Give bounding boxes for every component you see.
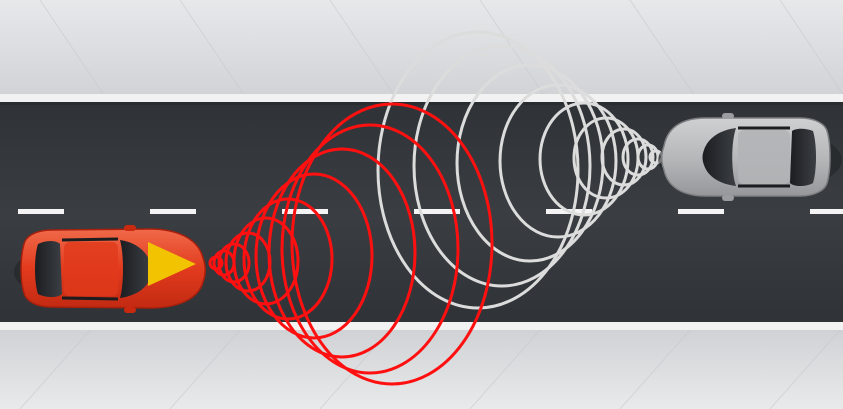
lane-dash bbox=[150, 209, 196, 214]
red-car-mirror bbox=[124, 307, 136, 313]
lane-dash bbox=[810, 209, 843, 214]
gray-car-mirror bbox=[722, 113, 734, 119]
road-edge-top-shadow bbox=[0, 102, 843, 105]
red-car-rear-window bbox=[35, 241, 62, 297]
red-car-roof bbox=[64, 242, 118, 296]
road-edge-top bbox=[0, 94, 843, 102]
gray-car-roof bbox=[738, 130, 790, 184]
gray-car-icon bbox=[658, 113, 842, 201]
lane-dash bbox=[678, 209, 724, 214]
red-car-mirror bbox=[124, 225, 136, 231]
red-car-side-bottom bbox=[62, 298, 118, 299]
gray-car-rear-window bbox=[790, 129, 816, 186]
lane-dash bbox=[282, 209, 328, 214]
bottom-shoulder bbox=[0, 328, 843, 409]
gray-car-mirror bbox=[722, 195, 734, 201]
red-car-side-top bbox=[62, 239, 118, 240]
top-shoulder bbox=[0, 0, 843, 104]
road-edge-bottom bbox=[0, 322, 843, 330]
lane-dash bbox=[18, 209, 64, 214]
